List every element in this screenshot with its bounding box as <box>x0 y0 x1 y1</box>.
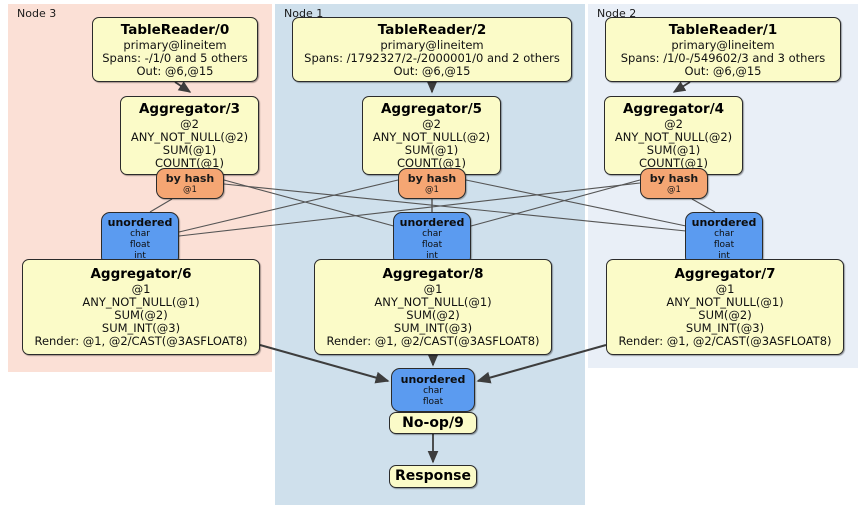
cluster-node2-label: Node 2 <box>597 7 637 20</box>
node-tablereader1-line1: Spans: /1/0-/549602/3 and 3 others <box>620 50 826 65</box>
node-tablereader0-line2: Out: @6,@15 <box>136 63 214 78</box>
node-aggregator8-line1: ANY_NOT_NULL(@1) <box>374 295 492 309</box>
sync-unordered-right-title: unordered <box>691 216 757 229</box>
sync-unordered-mid-title: unordered <box>399 216 465 229</box>
node-aggregator4[interactable]: Aggregator/4 @2 ANY_NOT_NULL(@2) SUM(@1)… <box>604 96 743 175</box>
node-aggregator3-line1: ANY_NOT_NULL(@2) <box>130 130 249 144</box>
node-aggregator4-line3: COUNT(@1) <box>639 156 708 170</box>
node-aggregator7-title: Aggregator/7 <box>674 266 776 282</box>
node-tablereader2-line2: Out: @6,@15 <box>393 63 471 78</box>
node-aggregator5-line1: ANY_NOT_NULL(@2) <box>372 130 491 144</box>
node-aggregator6-line0: @1 <box>131 282 151 296</box>
node-aggregator3-line3: COUNT(@1) <box>155 156 224 170</box>
sync-unordered-mid[interactable]: unordered char float int <box>393 212 471 266</box>
node-tablereader1-line2: Out: @6,@15 <box>684 63 762 78</box>
node-tablereader2[interactable]: TableReader/2 primary@lineitem Spans: /1… <box>292 17 572 82</box>
sync-unordered-right-type0: char <box>714 229 734 239</box>
node-tablereader0-title: TableReader/0 <box>120 21 230 38</box>
node-aggregator7-line2: SUM(@2) <box>698 308 752 322</box>
node-aggregator8[interactable]: Aggregator/8 @1 ANY_NOT_NULL(@1) SUM(@2)… <box>314 259 552 355</box>
node-aggregator7-line3: SUM_INT(@3) <box>685 321 765 335</box>
sync-unordered-left-type2: int <box>134 251 146 261</box>
node-aggregator6-line2: SUM(@2) <box>114 308 168 322</box>
node-tablereader1[interactable]: TableReader/1 primary@lineitem Spans: /1… <box>605 17 841 82</box>
node-aggregator3-line2: SUM(@1) <box>162 143 217 157</box>
node-tablereader0-line1: Spans: -/1/0 and 5 others <box>102 50 248 65</box>
node-aggregator8-line4: Render: @1, @2/CAST(@3ASFLOAT8) <box>326 334 540 348</box>
sync-unordered-left-type1: float <box>129 240 151 250</box>
node-aggregator3-title: Aggregator/3 <box>138 101 241 117</box>
router-by-hash-right-title: by hash <box>649 171 699 185</box>
sync-unordered-right-type1: float <box>713 240 735 250</box>
sync-unordered-final-title: unordered <box>400 372 466 386</box>
router-by-hash-right-col: @1 <box>667 184 681 195</box>
node-aggregator8-line3: SUM_INT(@3) <box>393 321 473 335</box>
sync-unordered-right-type2: int <box>718 251 730 261</box>
sync-unordered-final-type1: float <box>422 396 444 407</box>
router-by-hash-right[interactable]: by hash @1 <box>640 168 708 199</box>
node-aggregator5-line0: @2 <box>422 117 441 131</box>
router-by-hash-mid-col: @1 <box>425 184 439 195</box>
node-tablereader0-line0: primary@lineitem <box>123 37 227 52</box>
sync-unordered-right[interactable]: unordered char float int <box>685 212 763 266</box>
node-noop9[interactable]: No-op/9 <box>389 412 477 434</box>
node-aggregator6-line3: SUM_INT(@3) <box>101 321 181 335</box>
node-aggregator5-line3: COUNT(@1) <box>397 156 466 170</box>
sync-unordered-mid-type1: float <box>421 240 443 250</box>
node-aggregator3[interactable]: Aggregator/3 @2 ANY_NOT_NULL(@2) SUM(@1)… <box>120 96 259 175</box>
node-tablereader1-line0: primary@lineitem <box>671 37 775 52</box>
node-aggregator7-line1: ANY_NOT_NULL(@1) <box>666 295 784 309</box>
node-aggregator5-title: Aggregator/5 <box>380 101 483 117</box>
node-noop9-title: No-op/9 <box>402 414 464 431</box>
sync-unordered-left-type0: char <box>130 229 150 239</box>
node-aggregator6[interactable]: Aggregator/6 @1 ANY_NOT_NULL(@1) SUM(@2)… <box>22 259 260 355</box>
sync-unordered-left[interactable]: unordered char float int <box>101 212 179 266</box>
router-by-hash-left-title: by hash <box>165 171 215 185</box>
node-aggregator7-line4: Render: @1, @2/CAST(@3ASFLOAT8) <box>618 334 832 348</box>
node-aggregator8-line0: @1 <box>423 282 443 296</box>
node-aggregator6-line4: Render: @1, @2/CAST(@3ASFLOAT8) <box>34 334 248 348</box>
node-aggregator7-line0: @1 <box>715 282 735 296</box>
router-by-hash-mid-title: by hash <box>407 171 457 185</box>
router-by-hash-left-col: @1 <box>183 184 197 195</box>
node-aggregator6-line1: ANY_NOT_NULL(@1) <box>82 295 200 309</box>
node-tablereader2-line0: primary@lineitem <box>380 37 484 52</box>
sync-unordered-final[interactable]: unordered char float <box>391 368 475 412</box>
node-aggregator8-title: Aggregator/8 <box>382 266 484 282</box>
cluster-node1-label: Node 1 <box>284 7 324 20</box>
sync-unordered-left-title: unordered <box>107 216 173 229</box>
router-by-hash-mid[interactable]: by hash @1 <box>398 168 466 199</box>
node-aggregator6-title: Aggregator/6 <box>90 266 192 282</box>
node-aggregator4-title: Aggregator/4 <box>622 101 725 117</box>
sync-unordered-mid-type2: int <box>426 251 438 261</box>
router-by-hash-left[interactable]: by hash @1 <box>156 168 224 199</box>
node-aggregator4-line1: ANY_NOT_NULL(@2) <box>614 130 733 144</box>
sync-unordered-mid-type0: char <box>422 229 442 239</box>
node-aggregator4-line2: SUM(@1) <box>646 143 701 157</box>
sync-unordered-final-type0: char <box>423 385 443 396</box>
node-aggregator7[interactable]: Aggregator/7 @1 ANY_NOT_NULL(@1) SUM(@2)… <box>606 259 844 355</box>
node-tablereader2-line1: Spans: /1792327/2-/2000001/0 and 2 other… <box>304 50 560 65</box>
node-tablereader1-title: TableReader/1 <box>668 21 778 38</box>
node-tablereader2-title: TableReader/2 <box>377 21 487 38</box>
node-tablereader0[interactable]: TableReader/0 primary@lineitem Spans: -/… <box>92 17 258 82</box>
node-aggregator4-line0: @2 <box>664 117 683 131</box>
node-response[interactable]: Response <box>389 465 477 488</box>
node-aggregator8-line2: SUM(@2) <box>406 308 460 322</box>
node-aggregator3-line0: @2 <box>180 117 199 131</box>
node-aggregator5-line2: SUM(@1) <box>404 143 459 157</box>
node-aggregator5[interactable]: Aggregator/5 @2 ANY_NOT_NULL(@2) SUM(@1)… <box>362 96 501 175</box>
node-response-title: Response <box>394 468 472 484</box>
cluster-node3-label: Node 3 <box>17 7 57 20</box>
